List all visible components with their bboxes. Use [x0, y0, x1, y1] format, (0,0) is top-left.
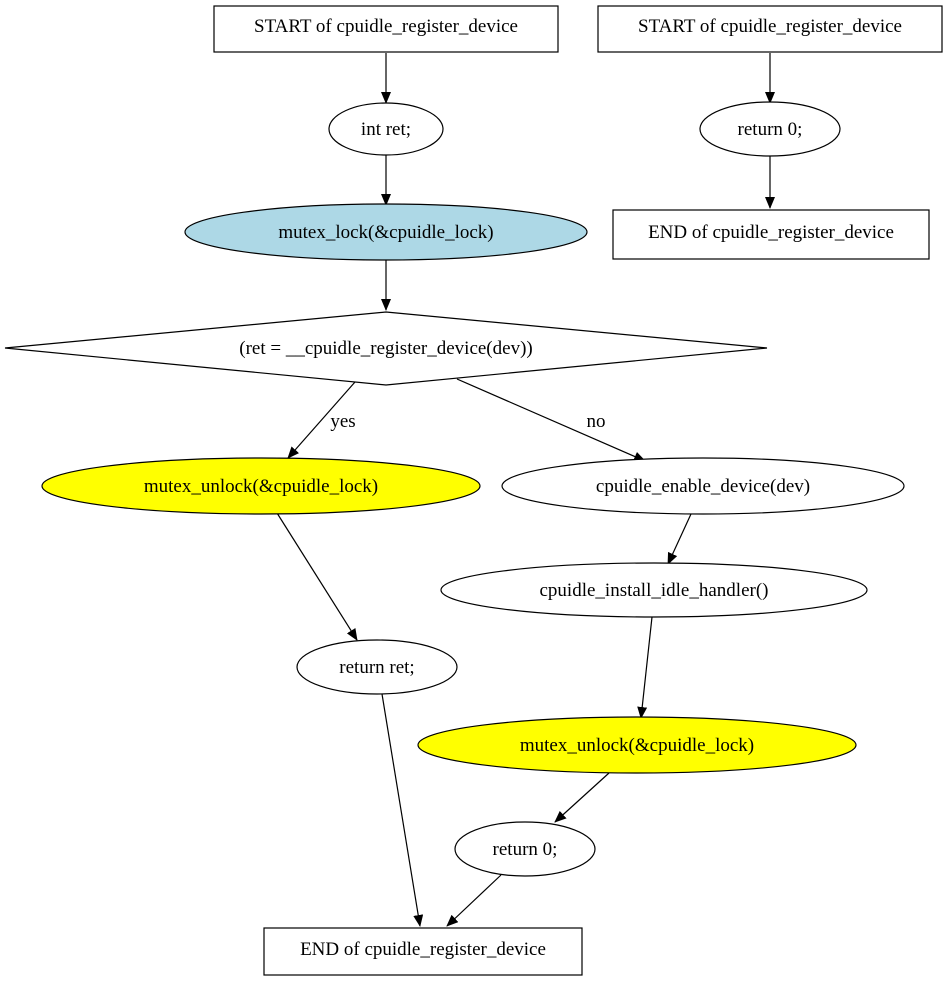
node-end-right-label: END of cpuidle_register_device — [648, 222, 894, 243]
node-end-left-label: END of cpuidle_register_device — [300, 939, 546, 960]
node-return-zero-left: return 0; — [454, 821, 596, 877]
node-start-right-label: START of cpuidle_register_device — [638, 16, 902, 37]
node-mutex-lock: mutex_lock(&cpuidle_lock) — [184, 203, 588, 261]
node-end-left: END of cpuidle_register_device — [263, 927, 583, 976]
node-return-ret-label: return ret; — [339, 657, 414, 678]
node-install-handler: cpuidle_install_idle_handler() — [440, 562, 868, 618]
node-return-zero-left-label: return 0; — [493, 839, 558, 860]
node-return-zero-right: return 0; — [699, 101, 841, 157]
edge-decision-no — [456, 378, 646, 462]
node-unlock-no: mutex_unlock(&cpuidle_lock) — [417, 716, 857, 774]
node-unlock-yes-label: mutex_unlock(&cpuidle_lock) — [144, 476, 378, 497]
node-unlock-no-label: mutex_unlock(&cpuidle_lock) — [520, 735, 754, 756]
node-enable-device: cpuidle_enable_device(dev) — [501, 457, 905, 515]
node-enable-device-label: cpuidle_enable_device(dev) — [596, 476, 810, 497]
node-return-ret: return ret; — [296, 639, 458, 695]
edge-return-zero-to-end — [446, 874, 502, 927]
node-start-left-label: START of cpuidle_register_device — [254, 16, 518, 37]
edge-enable-to-install — [667, 513, 692, 565]
edge-label-yes: yes — [330, 411, 355, 432]
node-end-right: END of cpuidle_register_device — [612, 209, 930, 260]
edge-return-ret-to-end — [381, 693, 424, 927]
node-install-handler-label: cpuidle_install_idle_handler() — [540, 580, 769, 601]
node-int-ret: int ret; — [328, 102, 444, 156]
edge-decision-yes — [287, 381, 356, 459]
edge-unlock-to-return-ret — [276, 512, 358, 641]
edges — [276, 53, 775, 927]
node-decision-label: (ret = __cpuidle_register_device(dev)) — [239, 338, 532, 359]
edge-unlock-to-return-zero — [554, 772, 610, 823]
node-start-right: START of cpuidle_register_device — [597, 5, 943, 53]
edge-label-no: no — [587, 411, 606, 432]
node-decision: (ret = __cpuidle_register_device(dev)) — [4, 311, 768, 386]
node-mutex-lock-label: mutex_lock(&cpuidle_lock) — [278, 222, 493, 243]
node-int-ret-label: int ret; — [361, 119, 411, 140]
node-start-left: START of cpuidle_register_device — [213, 5, 559, 53]
edge-install-to-unlock — [637, 616, 653, 719]
node-unlock-yes: mutex_unlock(&cpuidle_lock) — [41, 457, 481, 515]
node-return-zero-right-label: return 0; — [738, 119, 803, 140]
